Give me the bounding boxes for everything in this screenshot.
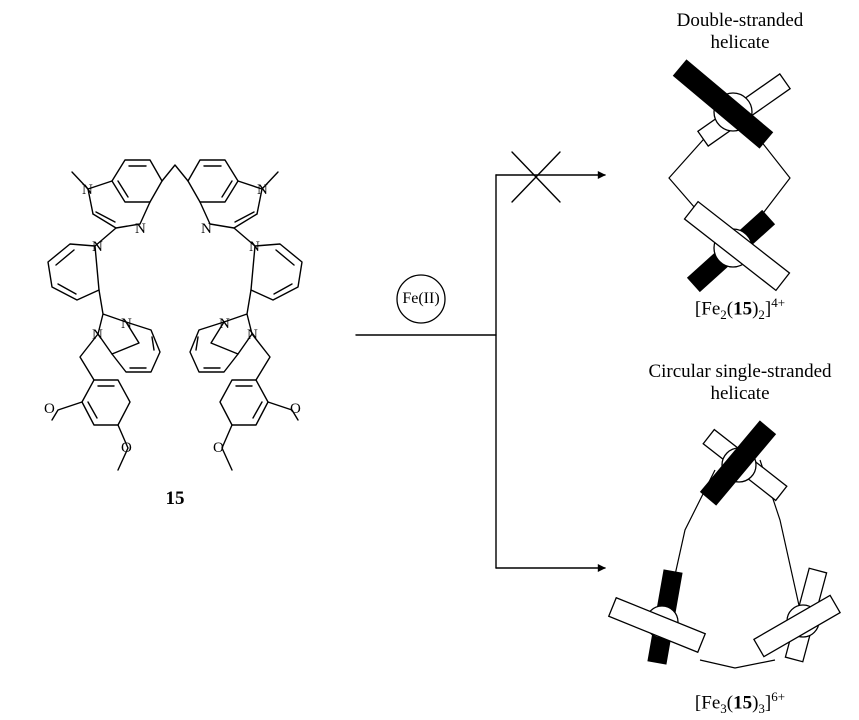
reaction-arrows xyxy=(355,151,606,572)
double-helicate-formula: [Fe2(15)2]4+ xyxy=(660,292,820,326)
circular-single-stranded-helicate-icon xyxy=(607,420,841,669)
atom-o-label: O xyxy=(121,440,132,456)
ligand-15-structure: N N N N N N N N N N O O O O xyxy=(44,159,303,471)
formula-paren-open: ( xyxy=(726,692,734,714)
double-helicate-title-line1: Double-stranded xyxy=(676,10,804,31)
formula-prefix: [Fe xyxy=(694,298,721,320)
blocked-pathway-cross xyxy=(511,151,561,203)
atom-o-label: O xyxy=(44,401,55,417)
atom-n-label: N xyxy=(201,221,212,237)
formula-subscript: 3 xyxy=(758,701,765,717)
formula-subscript: 2 xyxy=(758,307,765,323)
circular-helicate-formula: [Fe3(15)3]6+ xyxy=(660,686,820,720)
reagent-circle xyxy=(396,274,446,324)
atom-n-label: N xyxy=(219,316,230,332)
atom-n-label: N xyxy=(82,182,93,198)
circular-helicate-title-line2: helicate xyxy=(710,383,770,404)
formula-prefix: [Fe xyxy=(694,692,721,714)
double-helicate-title-line2: helicate xyxy=(710,32,770,53)
atom-n-label: N xyxy=(92,239,103,255)
atom-n-label: N xyxy=(121,316,132,332)
atom-o-label: O xyxy=(290,401,301,417)
compound-number-label: 15 xyxy=(165,488,185,509)
atom-n-label: N xyxy=(247,327,258,343)
atom-n-label: N xyxy=(135,221,146,237)
atom-n-label: N xyxy=(249,239,260,255)
formula-paren-open: ( xyxy=(726,298,734,320)
double-helicate-title: Double-stranded helicate xyxy=(660,10,820,54)
double-stranded-helicate-icon xyxy=(668,59,792,293)
atom-n-label: N xyxy=(257,182,268,198)
formula-paren-close: ) xyxy=(752,298,759,320)
formula-bracket: ] xyxy=(764,692,772,714)
atom-n-label: N xyxy=(92,327,103,343)
circular-helicate-title-line1: Circular single-stranded xyxy=(648,361,832,382)
reagent-label: Fe(II) xyxy=(402,290,440,307)
formula-compound: 15 xyxy=(733,298,753,320)
atom-o-label: O xyxy=(213,440,224,456)
formula-subscript: 2 xyxy=(720,307,727,323)
formula-charge: 6+ xyxy=(771,689,786,704)
formula-compound: 15 xyxy=(733,692,753,714)
formula-paren-close: ) xyxy=(752,692,759,714)
circular-helicate-title: Circular single-stranded helicate xyxy=(630,361,850,405)
formula-subscript: 3 xyxy=(720,701,727,717)
formula-bracket: ] xyxy=(764,298,772,320)
formula-charge: 4+ xyxy=(771,295,786,310)
